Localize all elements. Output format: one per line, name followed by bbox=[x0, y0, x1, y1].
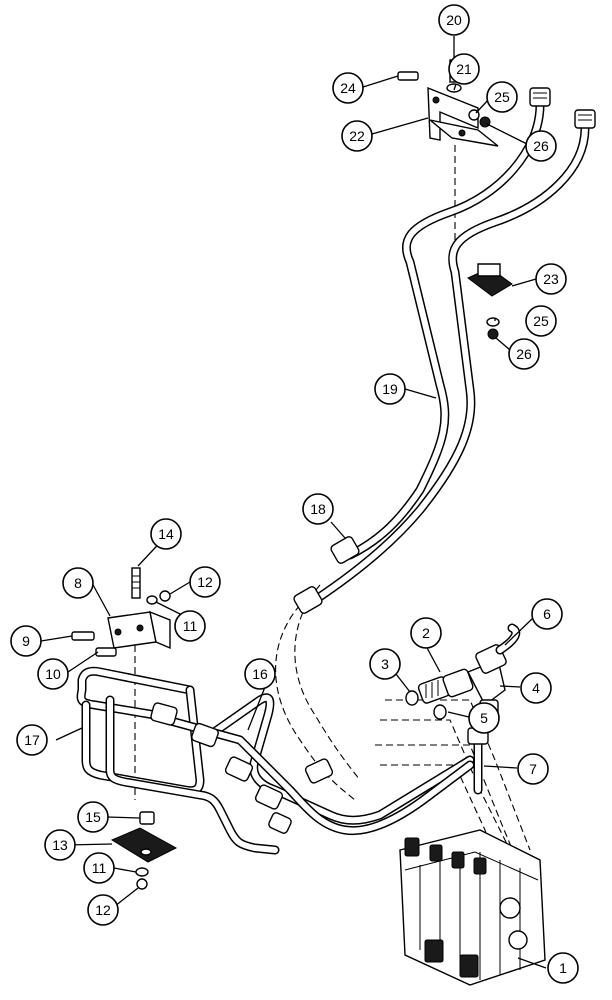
svg-text:24: 24 bbox=[340, 80, 356, 96]
callout-12-lower: 12 bbox=[87, 894, 119, 926]
svg-text:26: 26 bbox=[516, 346, 532, 362]
svg-text:11: 11 bbox=[92, 860, 107, 876]
callout-4: 4 bbox=[520, 672, 552, 704]
upper-pipe-fittings bbox=[293, 87, 596, 614]
callout-21: 21 bbox=[448, 53, 480, 85]
lower-bracket-assembly bbox=[71, 567, 171, 657]
svg-text:23: 23 bbox=[543, 271, 559, 287]
svg-text:5: 5 bbox=[480, 710, 488, 726]
callout-22: 22 bbox=[341, 120, 373, 152]
upper-pipe-pair bbox=[310, 100, 590, 605]
callout-7: 7 bbox=[517, 753, 549, 785]
upper-clamp bbox=[467, 263, 513, 340]
callout-2: 2 bbox=[410, 617, 442, 649]
svg-text:8: 8 bbox=[74, 575, 82, 591]
callout-1: 1 bbox=[547, 952, 579, 984]
svg-text:11: 11 bbox=[183, 618, 198, 634]
svg-text:22: 22 bbox=[349, 128, 365, 144]
upper-bracket-assembly bbox=[397, 59, 499, 147]
leader-lines bbox=[40, 36, 547, 969]
callout-18: 18 bbox=[302, 493, 334, 525]
callout-5: 5 bbox=[468, 702, 500, 734]
callout-11-lower: 11 bbox=[83, 852, 115, 884]
svg-text:26: 26 bbox=[533, 138, 549, 154]
dashed-lines bbox=[134, 145, 531, 881]
callout-26: 26 bbox=[525, 130, 557, 162]
callout-12: 12 bbox=[189, 566, 221, 598]
svg-text:12: 12 bbox=[95, 902, 111, 918]
svg-text:20: 20 bbox=[446, 12, 462, 28]
svg-text:9: 9 bbox=[22, 633, 30, 649]
callout-3: 3 bbox=[369, 648, 401, 680]
callout-10: 10 bbox=[37, 658, 69, 690]
svg-text:19: 19 bbox=[382, 381, 398, 397]
callout-20: 20 bbox=[438, 4, 470, 36]
lower-clamp-assembly bbox=[110, 811, 178, 890]
svg-text:7: 7 bbox=[529, 761, 537, 777]
callout-25: 25 bbox=[486, 81, 518, 113]
callout-15: 15 bbox=[77, 801, 109, 833]
callout-17: 17 bbox=[16, 724, 48, 756]
callout-24: 24 bbox=[332, 72, 364, 104]
svg-text:13: 13 bbox=[52, 837, 68, 853]
callout-9: 9 bbox=[10, 625, 42, 657]
svg-text:2: 2 bbox=[422, 625, 430, 641]
callout-6: 6 bbox=[531, 598, 563, 630]
callout-25-lower: 25 bbox=[525, 305, 557, 337]
svg-text:25: 25 bbox=[494, 89, 510, 105]
svg-text:21: 21 bbox=[456, 61, 472, 77]
callout-14: 14 bbox=[150, 518, 182, 550]
lower-pipe-fittings bbox=[150, 702, 334, 834]
callout-16: 16 bbox=[244, 658, 276, 690]
svg-text:18: 18 bbox=[310, 501, 326, 517]
svg-text:1: 1 bbox=[559, 960, 567, 976]
svg-text:14: 14 bbox=[158, 526, 174, 542]
callout-23: 23 bbox=[535, 263, 567, 295]
svg-text:12: 12 bbox=[197, 574, 213, 590]
svg-text:15: 15 bbox=[85, 809, 101, 825]
svg-text:17: 17 bbox=[24, 732, 40, 748]
svg-text:6: 6 bbox=[543, 606, 551, 622]
svg-text:4: 4 bbox=[532, 680, 540, 696]
svg-text:3: 3 bbox=[381, 656, 389, 672]
callout-8: 8 bbox=[62, 567, 94, 599]
callout-19: 19 bbox=[374, 373, 406, 405]
svg-text:16: 16 bbox=[252, 666, 268, 682]
svg-text:10: 10 bbox=[45, 666, 61, 682]
svg-text:25: 25 bbox=[533, 313, 549, 329]
control-valve-body bbox=[399, 829, 546, 986]
lower-pipe-loops bbox=[76, 666, 475, 855]
callout-11: 11 bbox=[174, 610, 206, 642]
callout-26-lower: 26 bbox=[508, 338, 540, 370]
callout-13: 13 bbox=[44, 829, 76, 861]
